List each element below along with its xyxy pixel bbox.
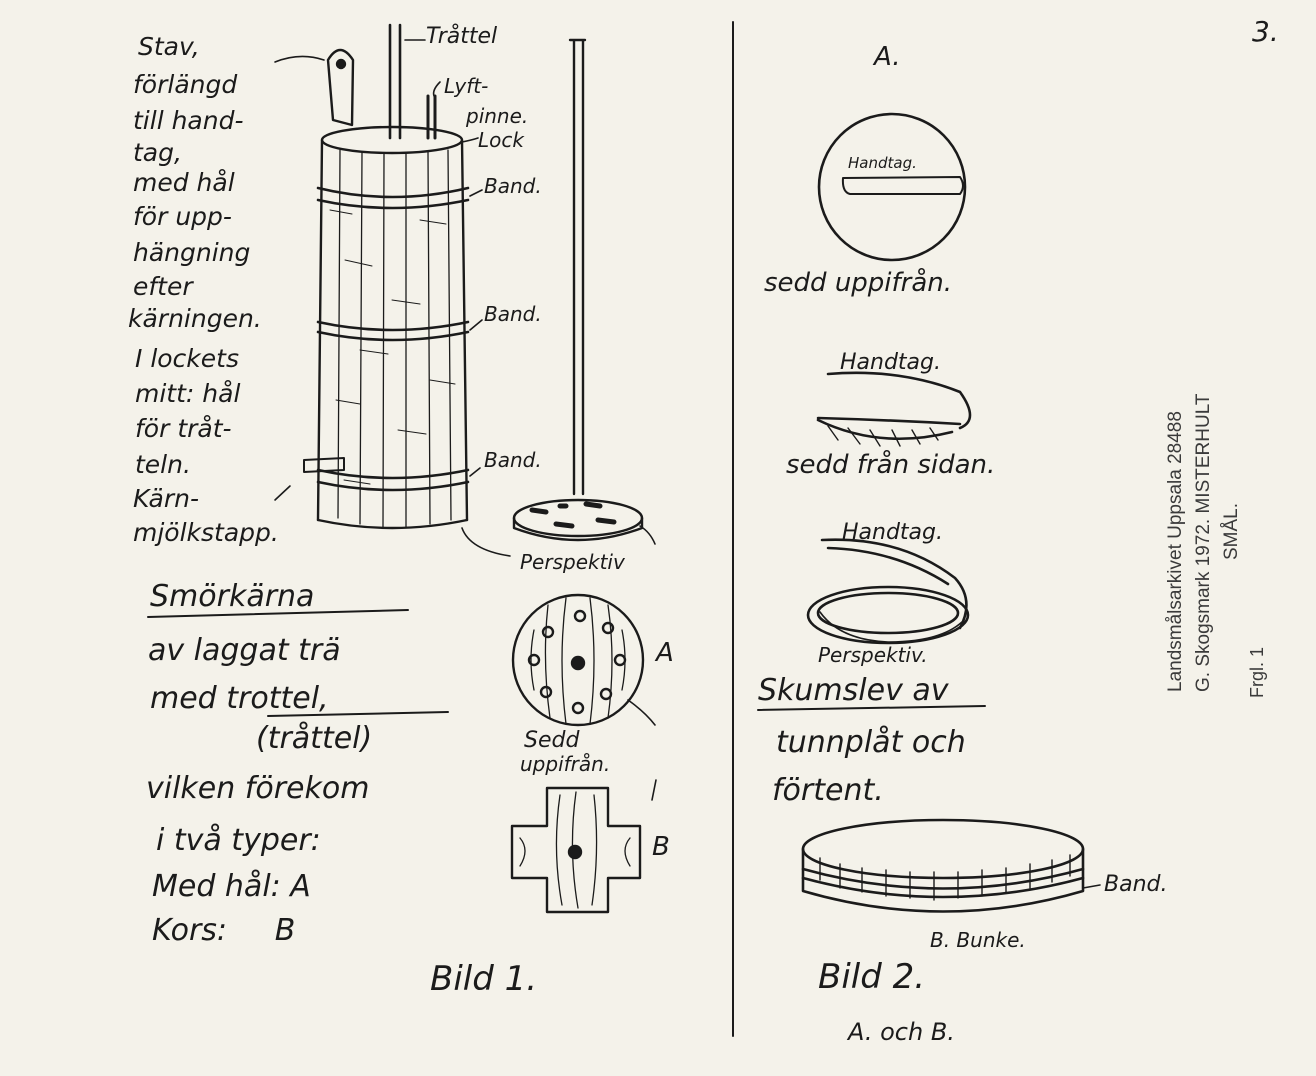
label-trattel: Tråttel [426,24,498,49]
label-handtag: Handtag. [842,520,943,545]
bild2-label-a: A. [874,42,901,72]
skimmer-side-view [816,371,972,447]
text-line: i två typer: [156,823,321,858]
skimmer-perspective [806,538,970,645]
trattel-disk-a [511,593,657,801]
text-line: (tråttel) [256,721,373,756]
text-line: Kors: B [152,913,296,948]
label-handtag: Handtag. [848,154,917,172]
label-band: Band. [1104,872,1168,897]
label-lock: Lock [478,128,524,152]
desc-line: Kärn- [133,484,199,513]
bild2-caption-sub: A. och B. [848,1018,955,1046]
bunke-b [801,818,1101,913]
desc-line: till hand- [133,106,244,135]
stamp-line-1: Landsmålsarkivet Uppsala 28488 [1165,411,1186,692]
label-band: Band. [484,302,542,326]
label-cross-b: B [652,832,670,862]
desc-line: Stav, [138,32,200,61]
label-lyftpinne: Lyft- [444,74,489,98]
stamp-line-2: G. Skogsmark 1972. MISTERHULT [1193,393,1214,692]
desc-line: mjölkstapp. [133,518,279,547]
desc-line: I lockets [135,344,239,373]
desc-line: mitt: hål [135,379,241,408]
label-uppifran: uppifrån. [520,752,611,776]
bild1-caption: Bild 1. [430,959,538,999]
text-line: förtent. [772,773,884,808]
desc-line: kärningen. [128,304,262,333]
label-band: Band. [484,448,542,472]
churn-drawing [274,23,511,557]
desc-line: med hål [133,168,235,197]
label-disk-a: A [656,638,674,668]
text-line: Skumslev av [758,673,949,708]
desc-line: förlängd [133,70,238,99]
text-line: tunnplåt och [776,725,966,760]
label-band: Band. [484,174,542,198]
label-lyftpinne: pinne. [466,104,529,128]
label-sedd-uppifran: sedd uppifrån. [764,268,953,298]
label-handtag: Handtag. [840,350,941,375]
stamp-frgl: Frgl. 1 [1247,646,1267,698]
text-line: med trottel, [150,681,329,716]
trattel-cross-b [510,786,642,914]
bild2-caption: Bild 2. [818,957,926,997]
desc-line: tag, [133,138,182,167]
text-line: Med hål: A [152,869,311,904]
trattel-plunger [512,38,656,545]
desc-line: efter [133,272,193,301]
skimmer-top-view [817,112,967,262]
label-perspektiv: Perspektiv. [818,643,928,667]
label-sedd-sidan: sedd från sidan. [786,450,996,480]
stamp-line-3: SMÅL. [1221,502,1242,560]
desc-line: för upp- [133,202,232,231]
desc-line: hängning [133,238,251,267]
text-line: av laggat trä [148,633,341,668]
page-number: 3. [1252,15,1279,48]
desc-line: teln. [135,450,191,479]
desc-line: för tråt- [135,414,232,443]
bild1-title: Smörkärna [150,579,315,614]
label-sedd: Sedd [524,728,580,753]
label-bunke: B. Bunke. [930,928,1026,952]
text-line: vilken förekom [146,771,370,806]
label-perspektiv: Perspektiv [520,550,625,574]
